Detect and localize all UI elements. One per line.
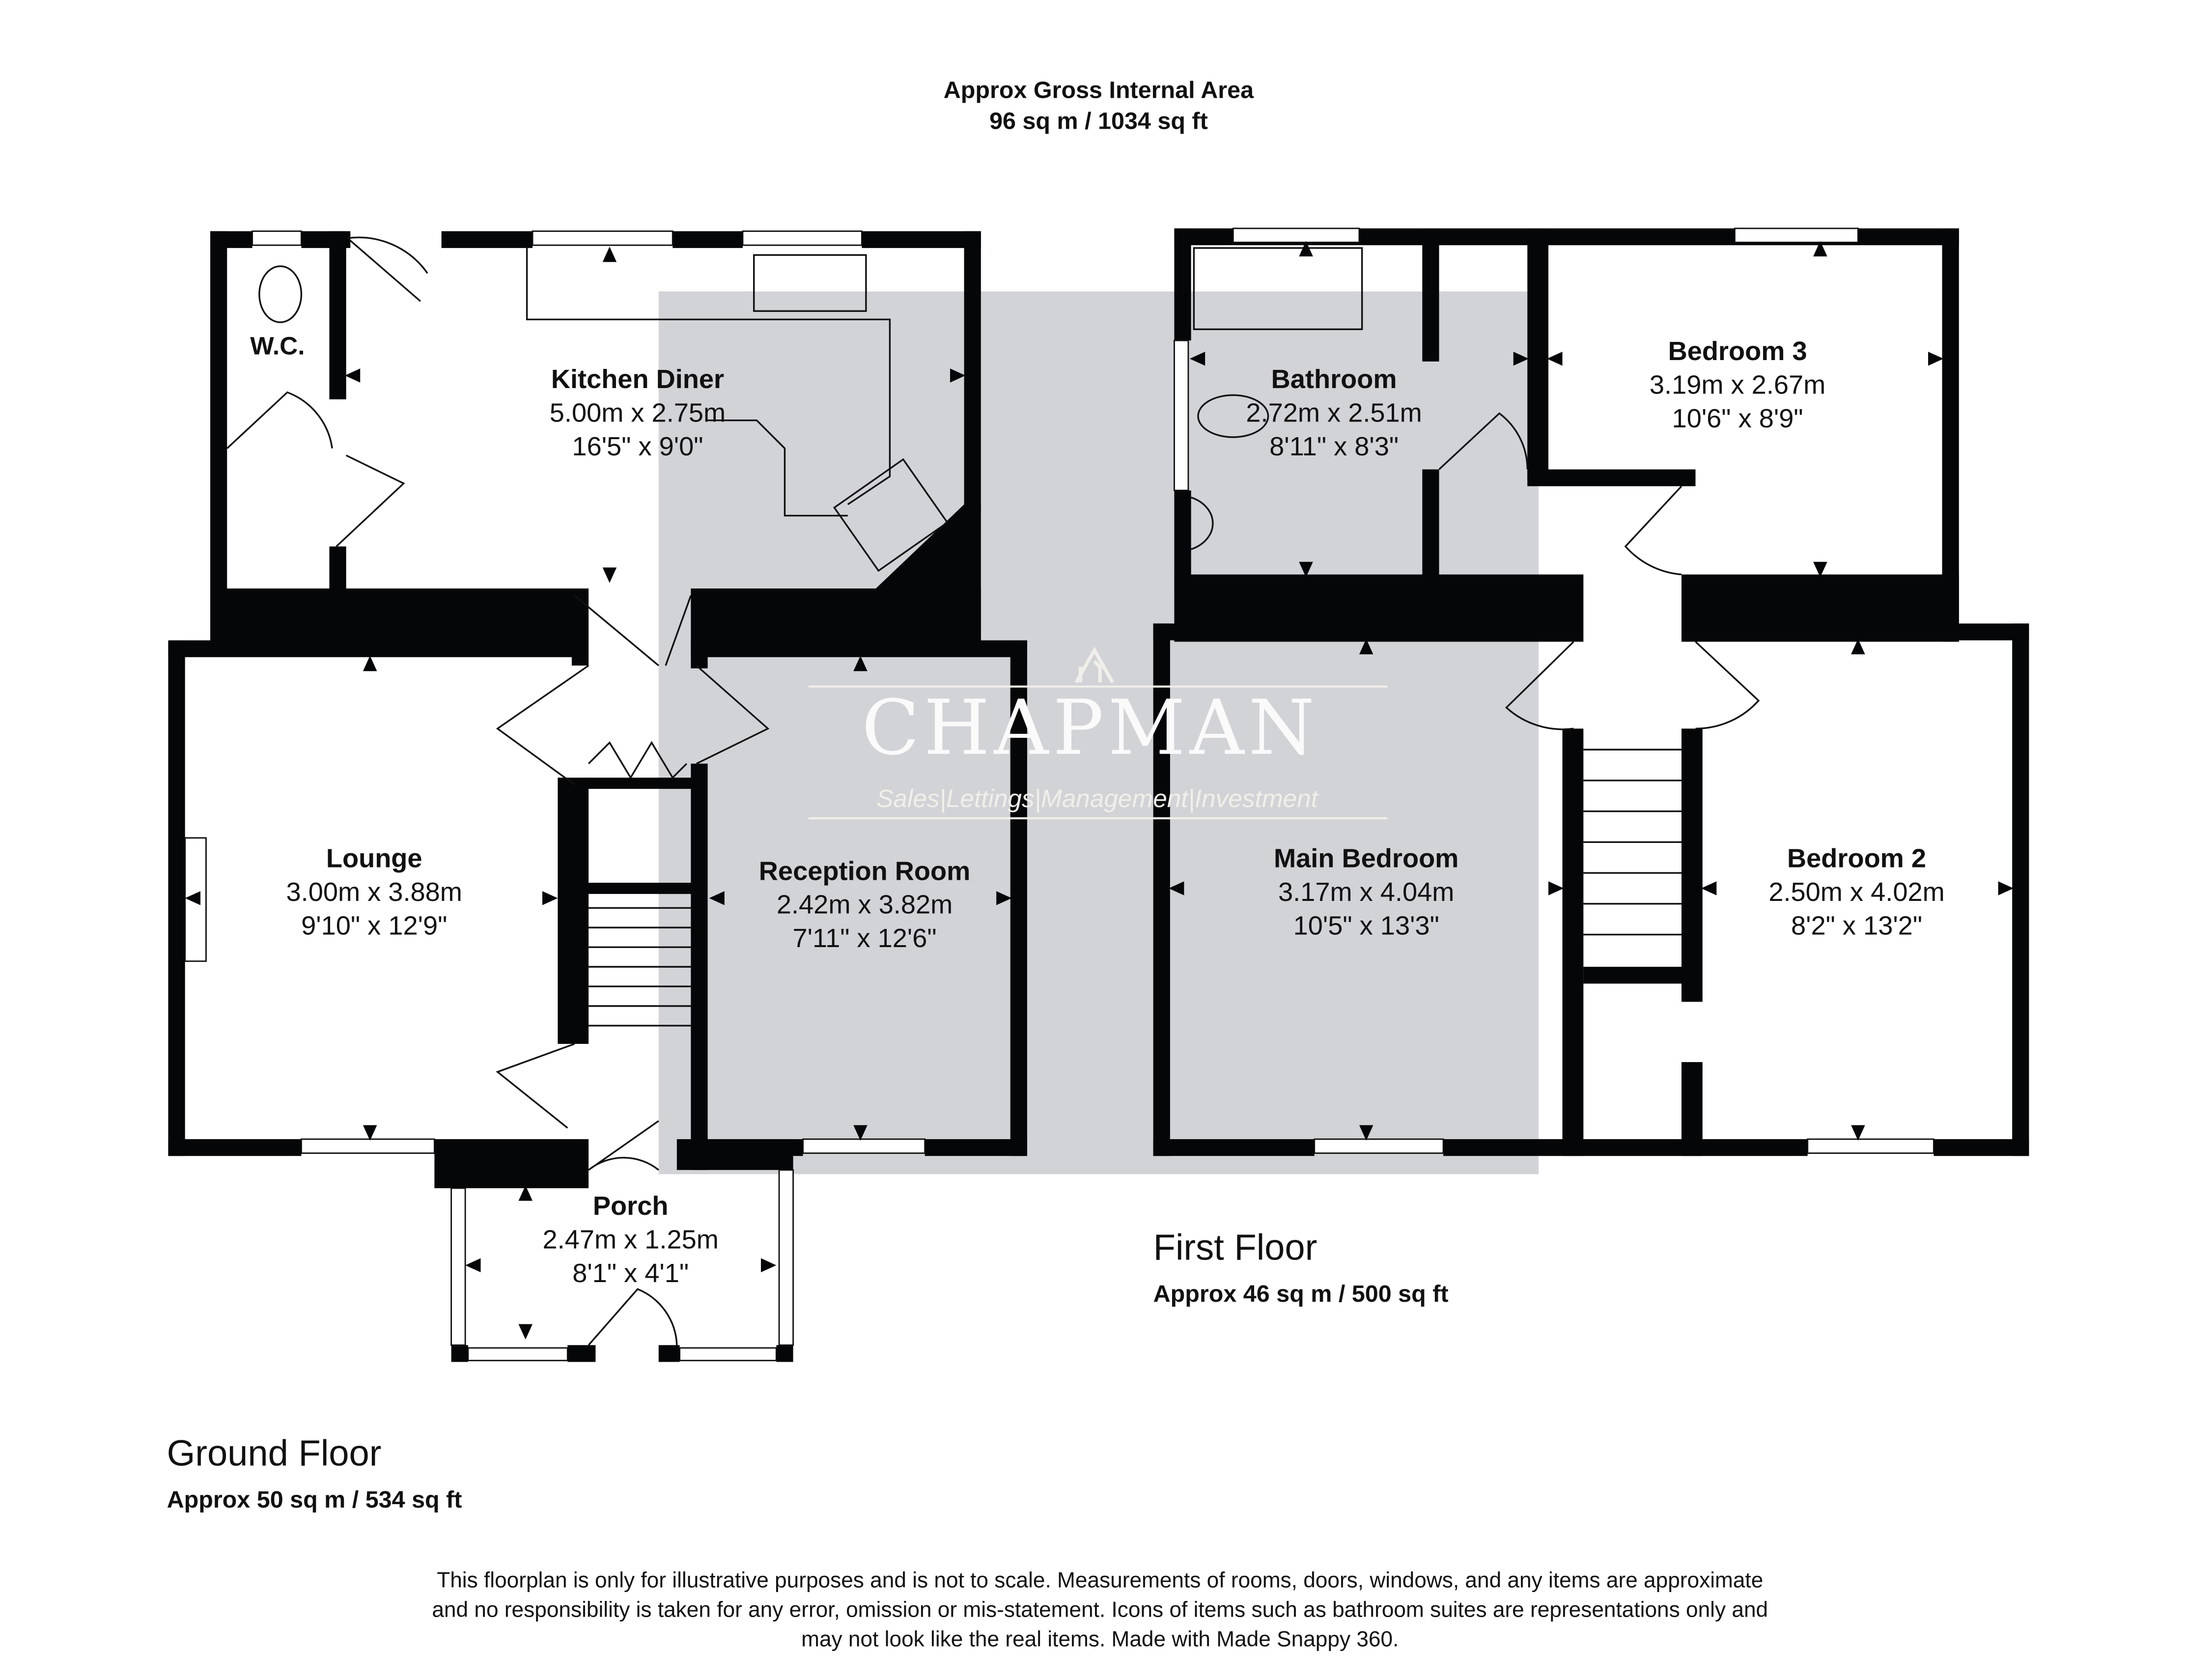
svg-text:3.19m x 2.67m: 3.19m x 2.67m — [1650, 370, 1825, 400]
room-wc: W.C. — [250, 332, 305, 360]
svg-text:Kitchen Diner: Kitchen Diner — [551, 364, 724, 394]
svg-text:Reception Room: Reception Room — [759, 856, 971, 886]
svg-text:Main Bedroom: Main Bedroom — [1274, 844, 1458, 873]
dimension-arrow-icon — [465, 1258, 481, 1272]
svg-text:2.72m x 2.51m: 2.72m x 2.51m — [1246, 398, 1422, 428]
svg-text:10'5" x 13'3": 10'5" x 13'3" — [1293, 911, 1439, 941]
dimension-arrow-icon — [185, 891, 201, 905]
ground-floor-area: Approx 50 sq m / 534 sq ft — [167, 1486, 462, 1513]
dimension-arrow-icon — [709, 891, 725, 905]
dimension-arrow-icon — [1547, 351, 1563, 366]
dimension-arrow-icon — [1813, 561, 1827, 578]
dimension-arrow-icon — [518, 1185, 533, 1201]
svg-text:7'11" x 12'6": 7'11" x 12'6" — [792, 924, 936, 953]
svg-text:Porch: Porch — [593, 1191, 669, 1221]
basin-icon — [1191, 496, 1214, 550]
dimension-arrow-icon — [602, 567, 617, 583]
watermark-tagline: Sales|Lettings|Management|Investment — [876, 784, 1319, 812]
dimension-arrow-icon — [996, 891, 1012, 905]
svg-text:and no responsibility is taken: and no responsibility is taken for any e… — [432, 1598, 1768, 1622]
bath-icon — [1193, 247, 1363, 331]
ground-floor-walls — [168, 231, 1027, 1362]
svg-text:3.17m x 4.04m: 3.17m x 4.04m — [1278, 877, 1454, 907]
room-main-bedroom: Main Bedroom 3.17m x 4.04m 10'5" x 13'3" — [1274, 844, 1458, 941]
room-lounge: Lounge 3.00m x 3.88m 9'10" x 12'9" — [286, 844, 462, 941]
dimension-arrow-icon — [1851, 639, 1865, 655]
dimension-arrow-icon — [1359, 639, 1373, 655]
svg-text:Bedroom 3: Bedroom 3 — [1668, 336, 1807, 366]
dimension-arrow-icon — [1998, 881, 2014, 896]
dimension-arrow-icon — [1189, 351, 1205, 366]
dimension-arrow-icon — [1548, 881, 1564, 896]
svg-text:Bedroom 2: Bedroom 2 — [1787, 844, 1926, 873]
dimension-arrow-icon — [853, 1125, 868, 1141]
ground-floor-fixtures — [226, 236, 949, 1346]
gross-area-title: Approx Gross Internal Area — [944, 77, 1254, 104]
room-reception: Reception Room 2.42m x 3.82m 7'11" x 12'… — [759, 856, 971, 953]
dimension-arrow-icon — [363, 1125, 377, 1141]
dimension-arrow-icon — [950, 368, 966, 383]
dimension-arrow-icon — [1299, 561, 1313, 578]
dimension-arrows — [185, 241, 2014, 1340]
dimension-arrow-icon — [1169, 881, 1184, 896]
dimension-arrow-icon — [1299, 241, 1313, 256]
svg-text:may not look like the real ite: may not look like the real items. Made w… — [801, 1627, 1399, 1652]
ground-floor-windows — [184, 230, 926, 1362]
dimension-arrow-icon — [363, 655, 377, 672]
svg-text:W.C.: W.C. — [250, 332, 305, 360]
dimension-arrow-icon — [1928, 351, 1944, 366]
ground-floor-label: Ground Floor — [167, 1433, 382, 1474]
room-porch: Porch 2.47m x 1.25m 8'1" x 4'1" — [543, 1191, 719, 1288]
svg-text:2.42m x 3.82m: 2.42m x 3.82m — [777, 890, 953, 920]
first-floor-label: First Floor — [1153, 1227, 1317, 1267]
watermark-panel — [658, 291, 1539, 1175]
dimension-arrow-icon — [542, 891, 558, 905]
svg-text:10'6" x 8'9": 10'6" x 8'9" — [1672, 404, 1803, 433]
svg-text:8'11" x 8'3": 8'11" x 8'3" — [1269, 432, 1399, 461]
svg-text:2.50m x 4.02m: 2.50m x 4.02m — [1768, 877, 1944, 907]
first-floor-fixtures — [1191, 247, 1760, 936]
dimension-arrow-icon — [1851, 1125, 1865, 1141]
toilet-icon — [1197, 394, 1269, 438]
first-floor-windows — [1174, 227, 1934, 1154]
dimension-arrow-icon — [1359, 1125, 1373, 1141]
room-bathroom: Bathroom 2.72m x 2.51m 8'11" x 8'3" — [1246, 364, 1422, 461]
dimension-arrow-icon — [1701, 881, 1717, 896]
hob-icon — [833, 458, 949, 572]
svg-text:8'2" x 13'2": 8'2" x 13'2" — [1791, 911, 1922, 941]
first-floor-area: Approx 46 sq m / 500 sq ft — [1153, 1281, 1449, 1307]
dimension-arrow-icon — [760, 1258, 777, 1272]
dimension-arrow-icon — [853, 655, 868, 672]
svg-text:Lounge: Lounge — [326, 844, 422, 873]
sink-icon — [753, 254, 867, 312]
disclaimer: This floorplan is only for illustrative … — [432, 1568, 1768, 1652]
toilet-icon — [258, 265, 303, 323]
watermark-brand: CHAPMAN — [862, 684, 1319, 772]
chapman-watermark: CHAPMAN Sales|Lettings|Management|Invest… — [808, 646, 1387, 819]
svg-text:Bathroom: Bathroom — [1271, 364, 1397, 394]
dimension-arrow-icon — [344, 368, 361, 383]
svg-text:16'5" x 9'0": 16'5" x 9'0" — [572, 432, 703, 461]
gross-area-total: 96 sq m / 1034 sq ft — [989, 108, 1208, 134]
dimension-arrow-icon — [518, 1324, 533, 1340]
dimension-arrow-icon — [1813, 241, 1827, 256]
house-logo-icon — [1074, 646, 1115, 683]
dimension-arrow-icon — [602, 247, 617, 262]
room-kitchen-diner: Kitchen Diner 5.00m x 2.75m 16'5" x 9'0" — [550, 364, 726, 461]
svg-text:9'10" x 12'9": 9'10" x 12'9" — [301, 911, 447, 941]
svg-text:5.00m x 2.75m: 5.00m x 2.75m — [550, 398, 726, 428]
dimension-arrow-icon — [1513, 351, 1529, 366]
svg-text:This floorplan is only for ill: This floorplan is only for illustrative … — [437, 1568, 1763, 1593]
room-bedroom-2: Bedroom 2 2.50m x 4.02m 8'2" x 13'2" — [1768, 844, 1944, 941]
svg-text:8'1" x 4'1": 8'1" x 4'1" — [572, 1259, 689, 1288]
room-bedroom-3: Bedroom 3 3.19m x 2.67m 10'6" x 8'9" — [1650, 336, 1825, 433]
svg-text:3.00m x 3.88m: 3.00m x 3.88m — [286, 877, 462, 907]
svg-text:2.47m x 1.25m: 2.47m x 1.25m — [543, 1225, 719, 1254]
